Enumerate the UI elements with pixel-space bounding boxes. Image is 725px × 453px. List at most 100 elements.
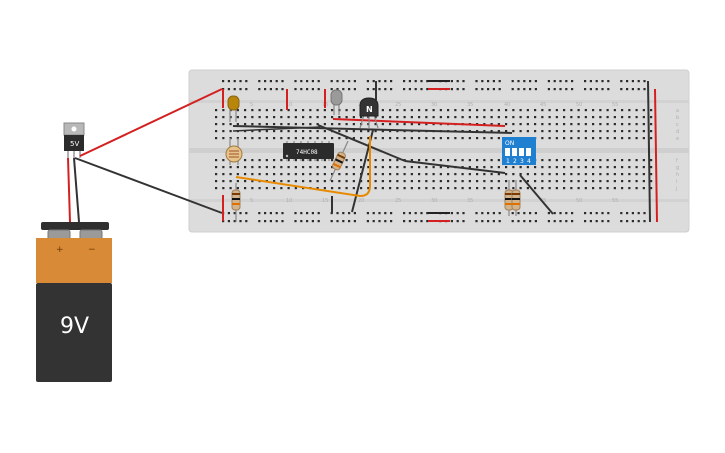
breadboard-hole: [526, 166, 529, 169]
resistor[interactable]: [231, 183, 241, 222]
wire-black[interactable]: [317, 124, 406, 162]
breadboard-hole: [577, 166, 580, 169]
resistor[interactable]: [504, 180, 514, 216]
wire-red[interactable]: [332, 118, 506, 127]
breadboard-hole: [222, 166, 225, 169]
breadboard-hole: [245, 220, 248, 223]
breadboard-hole: [447, 159, 450, 162]
breadboard-hole: [613, 159, 616, 162]
breadboard-hole: [631, 212, 634, 215]
resistor[interactable]: [511, 180, 521, 216]
led-white[interactable]: [330, 89, 343, 115]
dip-switch[interactable]: ON 1 2 3 4: [502, 137, 536, 165]
npn-transistor[interactable]: N: [359, 97, 379, 129]
breadboard-hole: [403, 123, 406, 126]
breadboard-hole: [408, 80, 411, 83]
row-letter: e: [676, 136, 679, 142]
breadboard-hole: [541, 123, 544, 126]
breadboard-hole: [483, 187, 486, 190]
breadboard-hole: [251, 166, 254, 169]
breadboard-hole: [461, 109, 464, 112]
breadboard-hole: [244, 137, 247, 140]
resistor[interactable]: [329, 140, 349, 182]
wire-red[interactable]: [654, 88, 658, 223]
breadboard-hole: [548, 109, 551, 112]
breadboard-hole: [239, 80, 242, 83]
breadboard-hole: [360, 130, 363, 133]
breadboard-hole: [432, 123, 435, 126]
breadboard-hole: [372, 88, 375, 91]
wire-black[interactable]: [519, 174, 554, 215]
breadboard-hole: [309, 173, 312, 176]
breadboard-hole: [476, 109, 479, 112]
led-yellow[interactable]: [227, 95, 240, 122]
dip-switch-toggle[interactable]: [519, 148, 524, 156]
dip-switch-toggle[interactable]: [505, 148, 510, 156]
breadboard-hole: [526, 116, 529, 119]
breadboard-hole: [229, 166, 232, 169]
breadboard-hole: [374, 159, 377, 162]
breadboard-hole: [447, 109, 450, 112]
photoresistor[interactable]: [225, 138, 243, 165]
breadboard-hole: [642, 187, 645, 190]
ic-chip-74hc08[interactable]: 74HC08: [283, 141, 334, 161]
breadboard-hole: [526, 123, 529, 126]
dip-switch-on-label: ON: [505, 140, 514, 147]
breadboard-hole: [367, 130, 370, 133]
breadboard-hole: [323, 109, 326, 112]
breadboard-hole: [563, 159, 566, 162]
wire-red[interactable]: [67, 157, 71, 223]
wire-orange[interactable]: [235, 136, 371, 198]
breadboard-hole: [650, 173, 653, 176]
breadboard-hole: [342, 88, 345, 91]
wire-red[interactable]: [79, 88, 223, 157]
resistor-band: [512, 203, 520, 205]
breadboard-hole: [348, 80, 351, 83]
breadboard-hole: [367, 137, 370, 140]
breadboard-hole: [294, 137, 297, 140]
breadboard-hole: [403, 116, 406, 119]
breadboard-hole: [222, 187, 225, 190]
voltage-regulator[interactable]: 5V: [63, 122, 85, 158]
breadboard-hole: [456, 80, 459, 83]
breadboard-hole: [323, 137, 326, 140]
breadboard-hole: [523, 80, 526, 83]
battery-9v[interactable]: + − 9V: [36, 222, 112, 382]
breadboard-hole: [294, 159, 297, 162]
breadboard-hole: [367, 173, 370, 176]
breadboard-hole: [236, 109, 239, 112]
breadboard-hole: [628, 159, 631, 162]
breadboard-hole: [287, 166, 290, 169]
breadboard-hole: [643, 80, 646, 83]
breadboard-hole: [381, 116, 384, 119]
breadboard-hole: [635, 159, 638, 162]
breadboard-hole: [599, 187, 602, 190]
breadboard-hole: [565, 88, 568, 91]
wire-black[interactable]: [232, 125, 513, 134]
breadboard-hole: [555, 187, 558, 190]
breadboard-hole: [287, 123, 290, 126]
wire-black[interactable]: [404, 160, 506, 174]
breadboard-hole: [450, 212, 453, 215]
breadboard-hole: [389, 116, 392, 119]
dip-switch-toggle[interactable]: [512, 148, 517, 156]
column-number: 10: [286, 198, 292, 204]
column-number: 5: [250, 198, 253, 204]
breadboard-hole: [345, 173, 348, 176]
breadboard-hole: [599, 166, 602, 169]
dip-switch-toggle[interactable]: [526, 148, 531, 156]
breadboard-hole: [302, 137, 305, 140]
breadboard-hole: [606, 109, 609, 112]
breadboard-hole: [420, 212, 423, 215]
wire-black[interactable]: [232, 126, 321, 132]
breadboard-hole: [595, 80, 598, 83]
wire-black[interactable]: [74, 157, 223, 214]
breadboard-hole: [650, 109, 653, 112]
breadboard-hole: [281, 212, 284, 215]
wire-black[interactable]: [647, 80, 651, 223]
breadboard-hole: [367, 180, 370, 183]
breadboard-hole: [534, 220, 537, 223]
breadboard-hole: [547, 220, 550, 223]
breadboard-hole: [461, 159, 464, 162]
wire-black[interactable]: [73, 157, 80, 223]
